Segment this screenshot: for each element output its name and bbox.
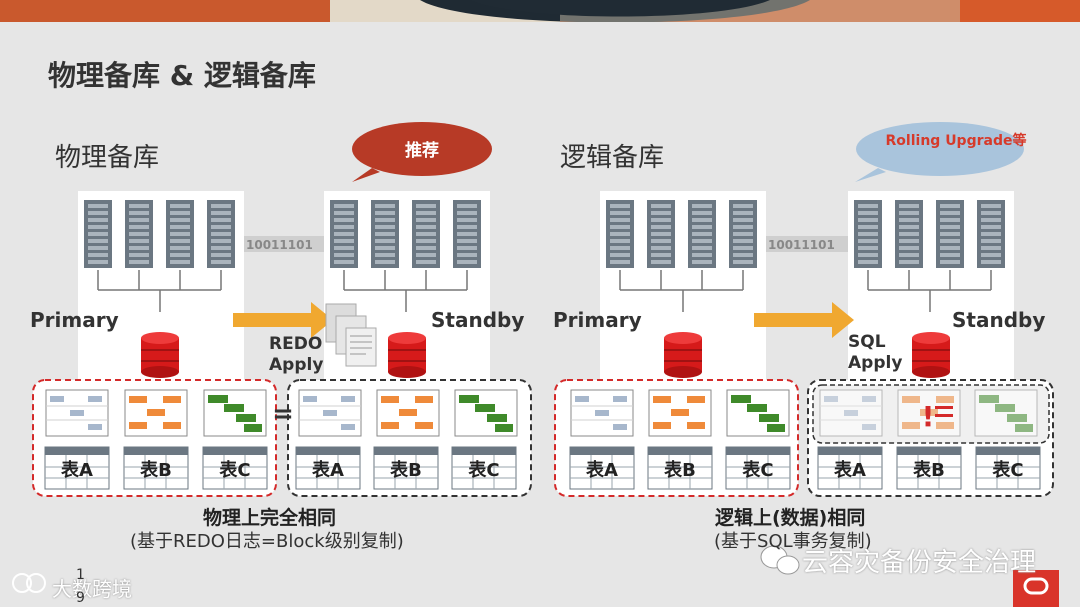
- sql-arrow-icon: [754, 302, 854, 338]
- svg-text:!: !: [922, 400, 935, 433]
- equals-sign: =: [272, 399, 294, 429]
- logical-caption: 逻辑上(数据)相同: [715, 507, 866, 529]
- primary-database-icon-right: [663, 331, 703, 379]
- standby-database-icon-right: [911, 331, 951, 379]
- redo-apply-label-1: REDO: [269, 334, 323, 354]
- logical-caption-detail: (基于SQL事务复制): [714, 531, 872, 552]
- page-title: 物理备库 & 逻辑备库: [48, 59, 316, 92]
- page-number-bottom: 9: [76, 590, 85, 606]
- standby-data-group-right: !: [807, 379, 1054, 497]
- redo-apply-label-2: Apply: [269, 355, 324, 375]
- wechat-logo-icon: [760, 545, 800, 575]
- table-b-label: 表B: [390, 459, 422, 481]
- primary-database-icon-left: [140, 331, 180, 379]
- watermark-left: 大数跨境: [52, 577, 132, 601]
- table-c-label: 表C: [468, 459, 499, 481]
- binary-stream-right: 10011101: [768, 238, 835, 252]
- table-b-label: 表B: [140, 459, 172, 481]
- redo-arrow-icon: [233, 302, 333, 338]
- binary-stream-left: 10011101: [246, 238, 313, 252]
- left-watermark-logo-icon: [12, 573, 46, 593]
- primary-label-left: Primary: [30, 308, 119, 332]
- table-c-label: 表C: [992, 459, 1023, 481]
- top-banner-image: [0, 0, 1080, 22]
- primary-label-right: Primary: [553, 308, 642, 332]
- oracle-logo-icon: [1013, 570, 1059, 607]
- watermark-right: 云容灾备份安全治理: [802, 548, 1037, 578]
- table-c-label: 表C: [219, 459, 250, 481]
- redo-log-document-icon: [325, 303, 377, 367]
- table-a-label: 表A: [312, 459, 344, 481]
- standby-data-group-left: [287, 379, 532, 497]
- network-link-right: [766, 236, 848, 252]
- page-number-top: 1: [76, 567, 85, 583]
- primary-data-group-left: [32, 379, 277, 497]
- standby-label-right: Standby: [952, 308, 1046, 332]
- table-c-label: 表C: [742, 459, 773, 481]
- rolling-upgrade-label: Rolling Upgrade等: [886, 132, 1027, 149]
- physical-caption-detail: (基于REDO日志=Block级别复制): [130, 531, 404, 552]
- sql-apply-label-1: SQL: [848, 332, 886, 352]
- sql-apply-label-2: Apply: [848, 353, 903, 373]
- rolling-upgrade-bubble: [855, 122, 1024, 182]
- recommend-bubble-label: 推荐: [405, 140, 439, 161]
- standby-database-icon-left: [387, 331, 427, 379]
- physical-standby-heading: 物理备库: [55, 143, 160, 173]
- network-link-left: [244, 236, 324, 252]
- recommend-bubble: [352, 122, 492, 182]
- primary-data-group-right: [554, 379, 799, 497]
- table-a-label: 表A: [834, 459, 866, 481]
- table-b-label: 表B: [664, 459, 696, 481]
- table-a-label: 表A: [586, 459, 618, 481]
- table-a-label: 表A: [61, 459, 93, 481]
- logical-standby-heading: 逻辑备库: [560, 143, 665, 173]
- physical-caption: 物理上完全相同: [203, 507, 337, 529]
- table-b-label: 表B: [913, 459, 945, 481]
- standby-label-left: Standby: [431, 308, 525, 332]
